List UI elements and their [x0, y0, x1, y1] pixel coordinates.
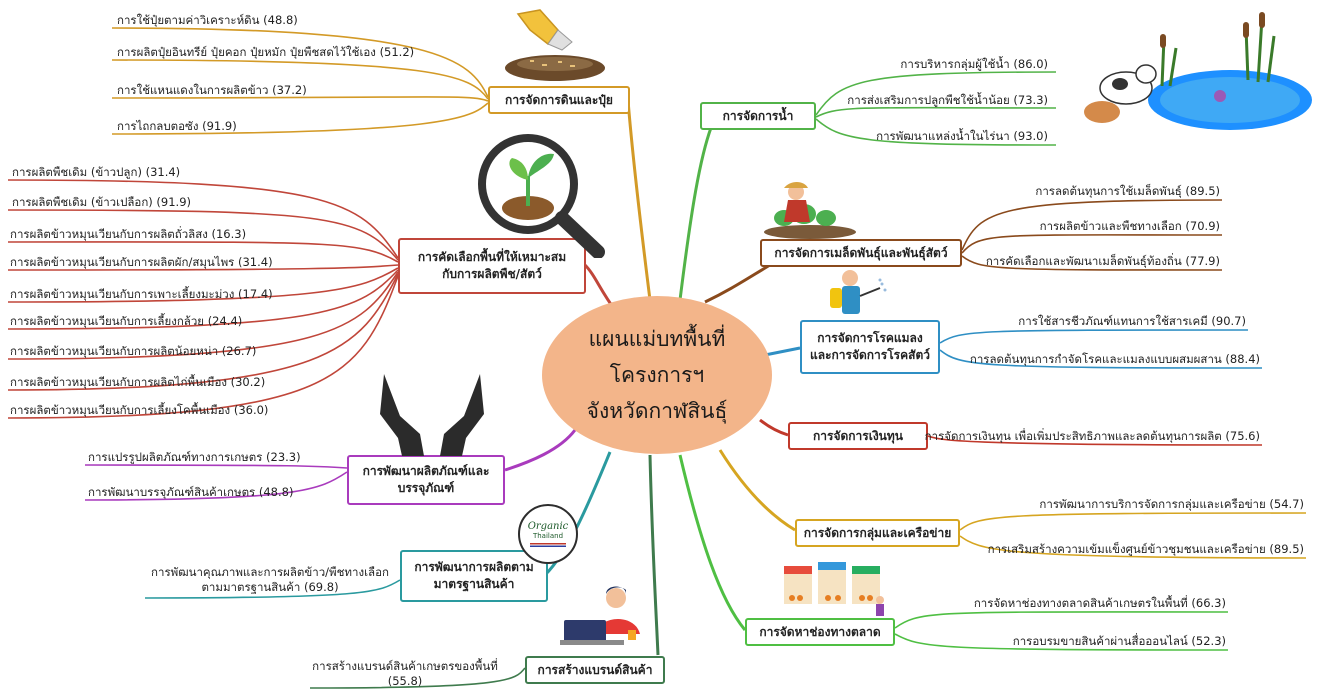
select-item-2: การผลิตพืชเดิม (ข้าวเปลือก) (91.9) — [12, 195, 192, 209]
water-item-3: การพัฒนาแหล่งน้ำในไร่นา (93.0) — [876, 129, 1048, 143]
soil-item-3: การใช้แหนแดงในการผลิตข้าว (37.2) — [117, 83, 307, 97]
logo-text-organic: Organic — [527, 521, 569, 532]
branch-line-soil — [626, 99, 652, 301]
central-topic-line-2: โครงการฯ — [609, 363, 705, 387]
product-item-1: การแปรรูปผลิตภัณฑ์ทางการเกษตร (23.3) — [88, 450, 301, 464]
branch-network: การจัดการกลุ่มและเครือข่าย — [795, 519, 960, 547]
branch-water: การจัดการน้ำ — [700, 102, 816, 130]
select-item-1: การผลิตพืชเดิม (ข้าวปลูก) (31.4) — [12, 165, 181, 179]
branch-market: การจัดหาช่องทางตลาด — [745, 618, 895, 646]
select-item-4: การผลิตข้าวหมุนเวียนกับการผลิตผัก/สมุนไพ… — [10, 255, 273, 269]
laptop-person-illustration — [560, 586, 640, 645]
branch-select: การคัดเลือกพื้นที่ให้เหมาะสม กับการผลิตพ… — [398, 238, 586, 294]
seed-item-2: การผลิตข้าวและพืชทางเลือก (70.9) — [1039, 219, 1220, 233]
market-item-2: การอบรมขายสินค้าผ่านสื่อออนไลน์ (52.3) — [1012, 634, 1226, 648]
market-item-1: การจัดหาช่องทางตลาดสินค้าเกษตรในพื้นที่ … — [973, 596, 1226, 610]
select-item-9: การผลิตข้าวหมุนเวียนกับการเลี้ยงโคพื้นเม… — [10, 403, 269, 417]
water-item-1: การบริหารกลุ่มผู้ใช้น้ำ (86.0) — [900, 57, 1048, 71]
select-item-8: การผลิตข้าวหมุนเวียนกับการผลิตไก่พื้นเมื… — [10, 375, 266, 389]
branch-pest: การจัดการโรคแมลง และการจัดการโรคสัตว์ — [800, 320, 940, 374]
branch-brand: การสร้างแบรนด์สินค้า — [525, 656, 665, 684]
seed-item-3: การคัดเลือกและพัฒนาเมล็ดพันธุ์ท้องถิ่น (… — [985, 254, 1220, 268]
soil-item-1: การใช้ปุ๋ยตามค่าวิเคราะห์ดิน (48.8) — [117, 13, 298, 27]
soil-item-2: การผลิตปุ๋ยอินทรีย์ ปุ๋ยคอก ปุ๋ยหมัก ปุ๋… — [117, 45, 415, 59]
pond-cows-illustration — [1084, 12, 1312, 130]
branch-soil: การจัดการดินและปุ๋ย — [488, 86, 630, 114]
pest-item-2: การลดต้นทุนการกำจัดโรคและแมลงแบบผสมผสาน … — [969, 352, 1260, 366]
central-topic: แผนแม่บทพื้นที่ โครงการฯ จังหวัดกาฬสินธุ… — [542, 296, 772, 454]
branch-line-water — [678, 117, 717, 301]
brand-item-1: การสร้างแบรนด์สินค้าเกษตรของพื้นที่ (55.… — [312, 659, 498, 688]
water-item-2: การส่งเสริมการปลูกพืชใช้น้ำน้อย (73.3) — [847, 93, 1048, 107]
sprayer-farmer-illustration — [830, 270, 887, 314]
branch-standard: การพัฒนาการผลิตตาม มาตรฐานสินค้า — [400, 550, 548, 602]
branch-line-market — [678, 454, 747, 631]
fertilizer-illustration — [505, 9, 605, 81]
branch-line-standard — [543, 451, 612, 577]
hands-icon — [380, 374, 484, 456]
magnifier-plant-icon — [478, 134, 605, 258]
branch-line-brand — [648, 454, 660, 656]
branch-line-network — [718, 449, 796, 532]
branch-seed: การจัดการเมล็ดพันธุ์และพันธุ์สัตว์ — [760, 239, 962, 267]
organic-thailand-logo: Organic Thailand — [518, 504, 578, 564]
select-item-6: การผลิตข้าวหมุนเวียนกับการเลี้ยงกล้วย (2… — [10, 314, 243, 328]
select-item-3: การผลิตข้าวหมุนเวียนกับการผลิตถั่วลิสง (… — [10, 227, 247, 241]
soil-item-4: การไถกลบตอซัง (91.9) — [117, 119, 237, 133]
branch-line-seed — [704, 263, 771, 304]
standard-item-1: การพัฒนาคุณภาพและการผลิตข้าว/พืชทางเลือก… — [151, 565, 389, 594]
product-item-2: การพัฒนาบรรจุภัณฑ์สินค้าเกษตร (48.8) — [88, 485, 294, 499]
branch-line-pest — [764, 346, 801, 357]
select-item-5: การผลิตข้าวหมุนเวียนกับการเพาะเลี้ยงมะม่… — [10, 287, 273, 301]
branch-product: การพัฒนาผลิตภัณฑ์และ บรรจุภัณฑ์ — [347, 455, 505, 505]
central-topic-line-1: แผนแม่บทพื้นที่ — [588, 327, 726, 351]
branch-line-finance — [759, 418, 789, 437]
network-item-2: การเสริมสร้างความเข้มแข็งศูนย์ข้าวชุมชนแ… — [987, 542, 1304, 556]
branch-line-product — [504, 429, 577, 472]
market-stalls-illustration — [784, 562, 884, 616]
central-topic-line-3: จังหวัดกาฬสินธุ์ — [586, 399, 728, 423]
seed-item-1: การลดต้นทุนการใช้เมล็ดพันธุ์ (89.5) — [1035, 184, 1220, 198]
logo-text-thailand: Thailand — [532, 532, 564, 540]
finance-item-1: การจัดการเงินทุน เพื่อเพิ่มประสิทธิภาพแล… — [924, 429, 1260, 443]
seed-harvest-illustration — [764, 182, 856, 239]
branch-finance: การจัดการเงินทุน — [788, 422, 928, 450]
network-item-1: การพัฒนาการบริการจัดการกลุ่มและเครือข่าย… — [1039, 497, 1304, 511]
pest-item-1: การใช้สารชีวภัณฑ์แทนการใช้สารเคมี (90.7) — [1018, 314, 1246, 328]
select-item-7: การผลิตข้าวหมุนเวียนกับการผลิตน้อยหน่า (… — [10, 344, 257, 358]
